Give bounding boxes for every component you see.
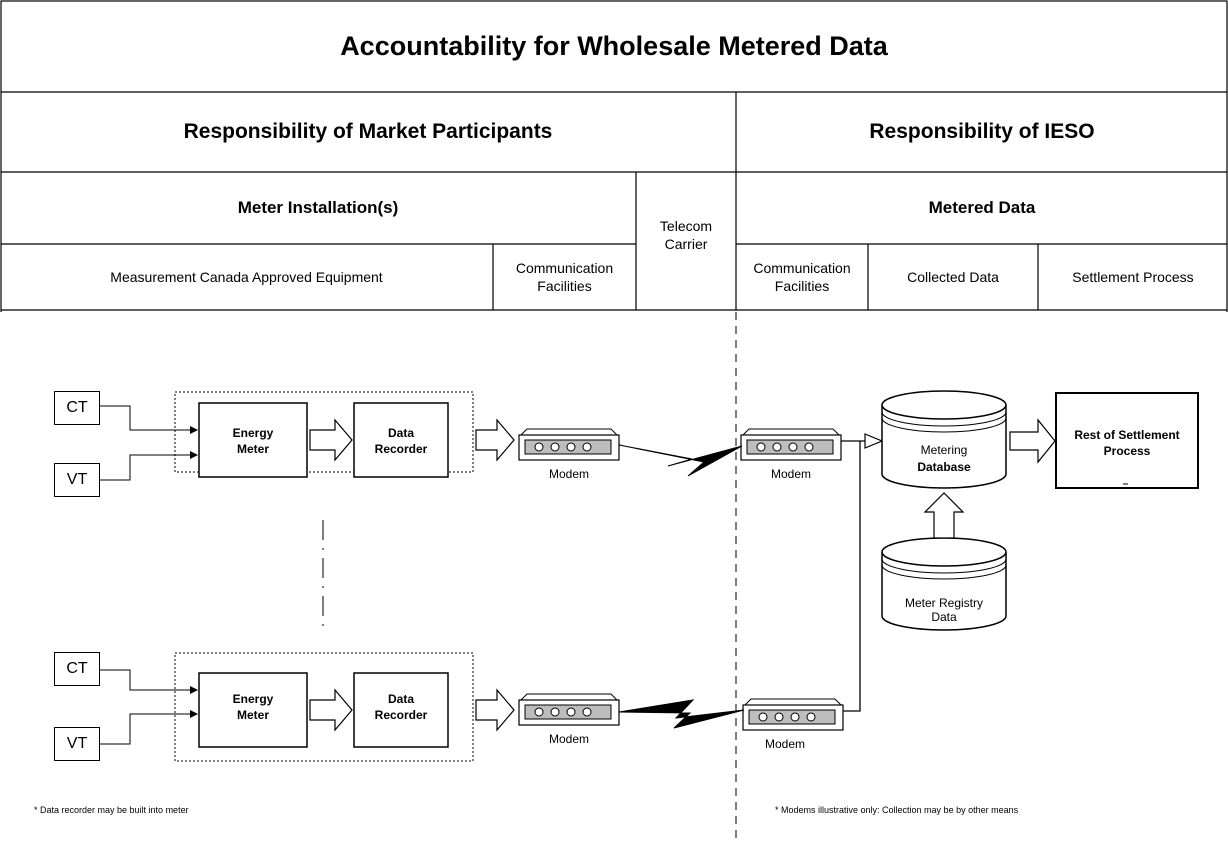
meter-to-recorder-arrow bbox=[309, 688, 353, 732]
telecom-label-line1: Telecom bbox=[659, 218, 713, 234]
telecom-label-line2: Carrier bbox=[664, 236, 708, 252]
metered-data-heading: Metered Data bbox=[928, 198, 1036, 217]
meter-installation-2 bbox=[99, 652, 515, 762]
modem-label: Modem bbox=[548, 732, 589, 746]
modem-icon bbox=[518, 693, 620, 726]
energy-meter-box bbox=[198, 672, 308, 748]
modem-label: Modem bbox=[764, 737, 805, 751]
energy-meter-label-line1: Energy bbox=[232, 692, 274, 706]
metering-database-icon bbox=[881, 390, 1007, 489]
meter-installations-heading: Meter Installation(s) bbox=[237, 198, 399, 217]
registry-label-line2: Data bbox=[931, 610, 957, 624]
db-to-settlement-arrow bbox=[1009, 418, 1056, 464]
footnote-right: * Modems illustrative only: Collection m… bbox=[775, 805, 1019, 815]
meter-to-recorder-arrow bbox=[309, 418, 353, 462]
energy-meter-label-line2: Meter bbox=[236, 708, 269, 722]
comm-facilities-left-line2: Facilities bbox=[537, 278, 592, 294]
recorder-to-modem-arrow bbox=[475, 418, 515, 462]
db-input-arrowhead bbox=[864, 433, 884, 449]
ct-connector bbox=[99, 669, 198, 694]
recorder-to-modem-arrow bbox=[475, 688, 515, 732]
ieso-heading: Responsibility of IESO bbox=[869, 120, 1095, 143]
settlement-process-label: Settlement Process bbox=[1072, 269, 1194, 285]
settlement-box-label-line1: Rest of Settlement bbox=[1074, 428, 1180, 442]
vt-connector bbox=[99, 710, 198, 745]
data-recorder-label-line2: Recorder bbox=[374, 708, 428, 722]
comm-facilities-left-line1: Communication bbox=[515, 260, 614, 276]
data-recorder-box bbox=[353, 672, 449, 748]
footnote-left: * Data recorder may be built into meter bbox=[34, 805, 189, 815]
market-participants-heading: Responsibility of Market Participants bbox=[183, 120, 553, 143]
header-grid-lines bbox=[0, 0, 1228, 312]
telecom-link-icon bbox=[618, 444, 743, 477]
telecom-link-icon bbox=[618, 699, 745, 729]
metering-db-label-line2: Database bbox=[917, 460, 971, 474]
data-recorder-box bbox=[353, 402, 449, 478]
vt-connector bbox=[99, 451, 198, 481]
header-grid: Accountability for Wholesale Metered Dat… bbox=[0, 0, 1228, 312]
collected-data-label: Collected Data bbox=[907, 269, 999, 285]
data-recorder-label-line2: Recorder bbox=[374, 442, 428, 456]
settlement-process-box bbox=[1055, 392, 1199, 489]
metering-db-label-line1: Metering bbox=[920, 443, 968, 457]
meter-installation-1 bbox=[99, 391, 515, 481]
modem-label: Modem bbox=[770, 467, 811, 481]
comm-facilities-right-line2: Facilities bbox=[774, 278, 830, 294]
vt-box: VT bbox=[54, 463, 100, 497]
comm-facilities-right-line1: Communication bbox=[753, 260, 851, 276]
energy-meter-box bbox=[198, 402, 308, 478]
modem-label: Modem bbox=[548, 467, 589, 481]
installation-enclosure bbox=[174, 652, 474, 762]
ct-box: CT bbox=[54, 391, 100, 425]
modem-icon bbox=[740, 428, 842, 461]
meter-registry-database-icon bbox=[881, 537, 1007, 631]
energy-meter-label-line1: Energy bbox=[232, 426, 274, 440]
registry-label-line1: Meter Registry bbox=[904, 596, 984, 610]
page-title: Accountability for Wholesale Metered Dat… bbox=[340, 30, 888, 61]
vt-box: VT bbox=[54, 727, 100, 761]
registry-to-db-arrow bbox=[923, 492, 965, 539]
modem-to-db-connector bbox=[843, 441, 861, 712]
ct-box: CT bbox=[54, 652, 100, 686]
data-recorder-label-line1: Data bbox=[387, 426, 414, 440]
modem-icon bbox=[742, 698, 844, 731]
ct-connector bbox=[99, 405, 198, 434]
settlement-box-label-line2: Process bbox=[1103, 444, 1151, 458]
mc-equipment-label: Measurement Canada Approved Equipment bbox=[110, 269, 383, 285]
installation-enclosure bbox=[174, 391, 474, 473]
modem-icon bbox=[518, 428, 620, 461]
data-recorder-label-line1: Data bbox=[387, 692, 414, 706]
energy-meter-label-line2: Meter bbox=[236, 442, 269, 456]
